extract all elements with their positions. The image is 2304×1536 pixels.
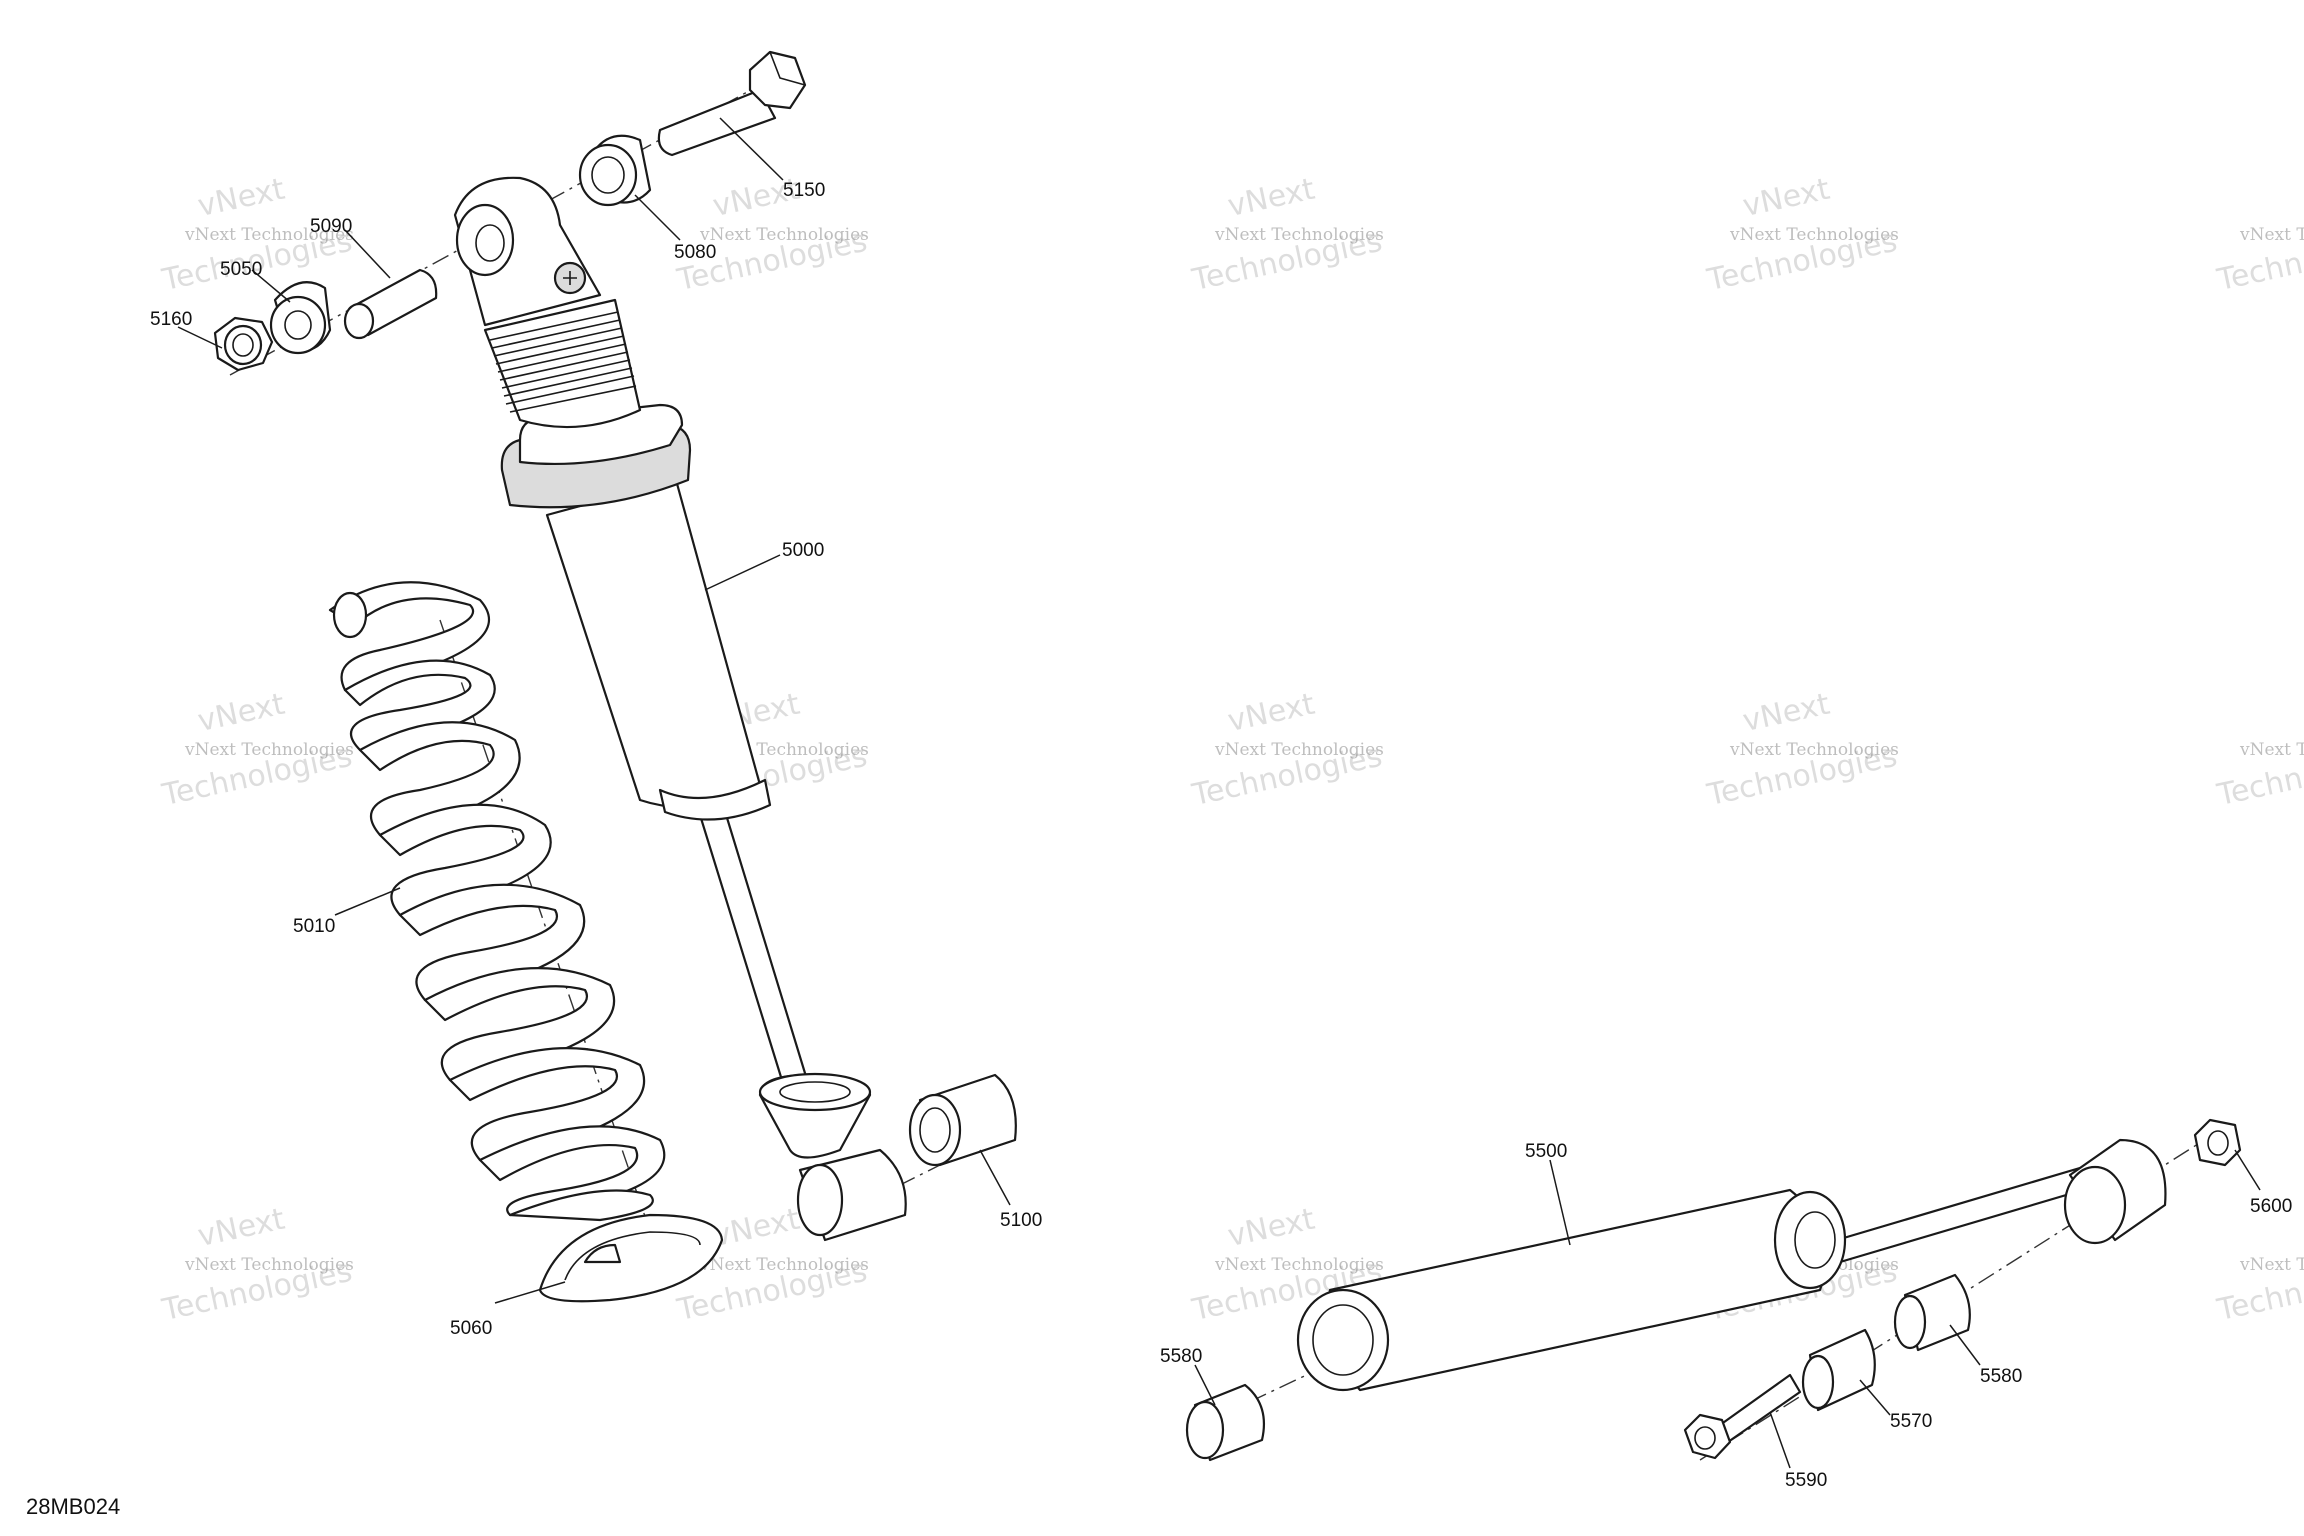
svg-text:vNext Technologies: vNext Technologies xyxy=(699,1255,869,1275)
callout-5580-left: 5580 xyxy=(1160,1346,1202,1367)
spacer-5050 xyxy=(269,281,332,355)
sleeve-5090 xyxy=(343,268,438,340)
bushing-5580-right xyxy=(1893,1273,1971,1352)
thread-lines xyxy=(489,311,637,413)
svg-text:vNext Technologies: vNext Technologies xyxy=(1214,740,1384,760)
svg-text:vNext Technologies: vNext Technologies xyxy=(184,1255,354,1275)
svg-text:vNext: vNext xyxy=(195,687,288,740)
piston-rod xyxy=(698,806,810,1092)
callout-5600: 5600 xyxy=(2250,1196,2292,1217)
callout-5000: 5000 xyxy=(782,540,824,561)
callout-5060: 5060 xyxy=(450,1318,492,1339)
watermark: Technologies vNext Technologies vNext xyxy=(1703,172,1900,299)
svg-text:vNext: vNext xyxy=(195,1202,288,1255)
svg-text:vNext Technologies: vNext Technologies xyxy=(184,740,354,760)
callout-5080: 5080 xyxy=(674,242,716,263)
bolt-5590 xyxy=(1683,1373,1802,1460)
callout-5500: 5500 xyxy=(1525,1141,1567,1162)
bushing-5080 xyxy=(578,134,652,207)
watermark: Technologies vNext Technologies xyxy=(2213,739,2304,814)
watermark: Technologies vNext Technologies xyxy=(2213,1254,2304,1329)
spring-seat-5060 xyxy=(538,1213,724,1303)
svg-text:vNext: vNext xyxy=(1225,172,1318,225)
svg-text:vNext Technologies: vNext Technologies xyxy=(1214,225,1384,245)
watermark: Technologies vNext Technologies vNext xyxy=(158,687,355,814)
watermark: Technologies vNext Technologies vNext xyxy=(1188,172,1385,299)
svg-text:vNext Technologies: vNext Technologies xyxy=(2239,740,2304,760)
svg-text:vNext Technologies: vNext Technologies xyxy=(2239,1255,2304,1275)
callout-5090: 5090 xyxy=(310,216,352,237)
svg-text:vNext: vNext xyxy=(195,172,288,225)
shock-body-5500 xyxy=(1326,1188,1827,1392)
bolt-5150 xyxy=(657,50,807,157)
shock-body xyxy=(545,478,762,809)
watermark: Technologies vNext Technologies vNext xyxy=(158,1202,355,1329)
sleeve-5570 xyxy=(1801,1328,1876,1412)
shock-absorber-5500 xyxy=(1296,1138,2167,1392)
callout-5570: 5570 xyxy=(1890,1411,1932,1432)
svg-text:vNext Technologies: vNext Technologies xyxy=(1729,225,1899,245)
watermark: Technologies vNext Technologies vNext xyxy=(673,172,870,299)
svg-text:vNext Technologies: vNext Technologies xyxy=(1729,740,1899,760)
body-end-ring xyxy=(658,778,772,821)
watermark: Technologies vNext Technologies vNext xyxy=(1703,687,1900,814)
nut-5160 xyxy=(213,316,274,372)
svg-text:vNext: vNext xyxy=(1225,1202,1318,1255)
figure-id: 28MB024 xyxy=(26,1494,120,1519)
watermark: Technologies vNext Technologies vNext xyxy=(1188,687,1385,814)
svg-text:vNext Technologies: vNext Technologies xyxy=(1214,1255,1384,1275)
watermark: Technologies vNext Technologies xyxy=(2213,224,2304,299)
callout-5100: 5100 xyxy=(1000,1210,1042,1231)
svg-text:vNext: vNext xyxy=(710,1202,803,1255)
callout-5150: 5150 xyxy=(783,180,825,201)
svg-text:vNext Technologies: vNext Technologies xyxy=(699,225,869,245)
nut-5600 xyxy=(2193,1118,2242,1167)
coil-spring-5010 xyxy=(328,581,666,1222)
svg-text:vNext: vNext xyxy=(1225,687,1318,740)
piston-rod-5500 xyxy=(1818,1163,2102,1267)
svg-text:vNext Technologies: vNext Technologies xyxy=(2239,225,2304,245)
svg-text:vNext Technologies: vNext Technologies xyxy=(184,225,354,245)
callout-labels: 5150 5080 5090 5050 5160 5000 5010 5060 … xyxy=(150,180,2292,1491)
callout-5010: 5010 xyxy=(293,916,335,937)
callout-5580-right: 5580 xyxy=(1980,1366,2022,1387)
leader-lines xyxy=(177,117,2261,1469)
callout-5050: 5050 xyxy=(220,259,262,280)
bushing-5100 xyxy=(908,1073,1017,1167)
svg-text:vNext: vNext xyxy=(1740,172,1833,225)
svg-text:vNext: vNext xyxy=(1740,687,1833,740)
callout-5590: 5590 xyxy=(1785,1470,1827,1491)
callout-5160: 5160 xyxy=(150,309,192,330)
bushing-5580-left xyxy=(1185,1383,1266,1462)
shock-absorber-5000 xyxy=(453,176,907,1242)
